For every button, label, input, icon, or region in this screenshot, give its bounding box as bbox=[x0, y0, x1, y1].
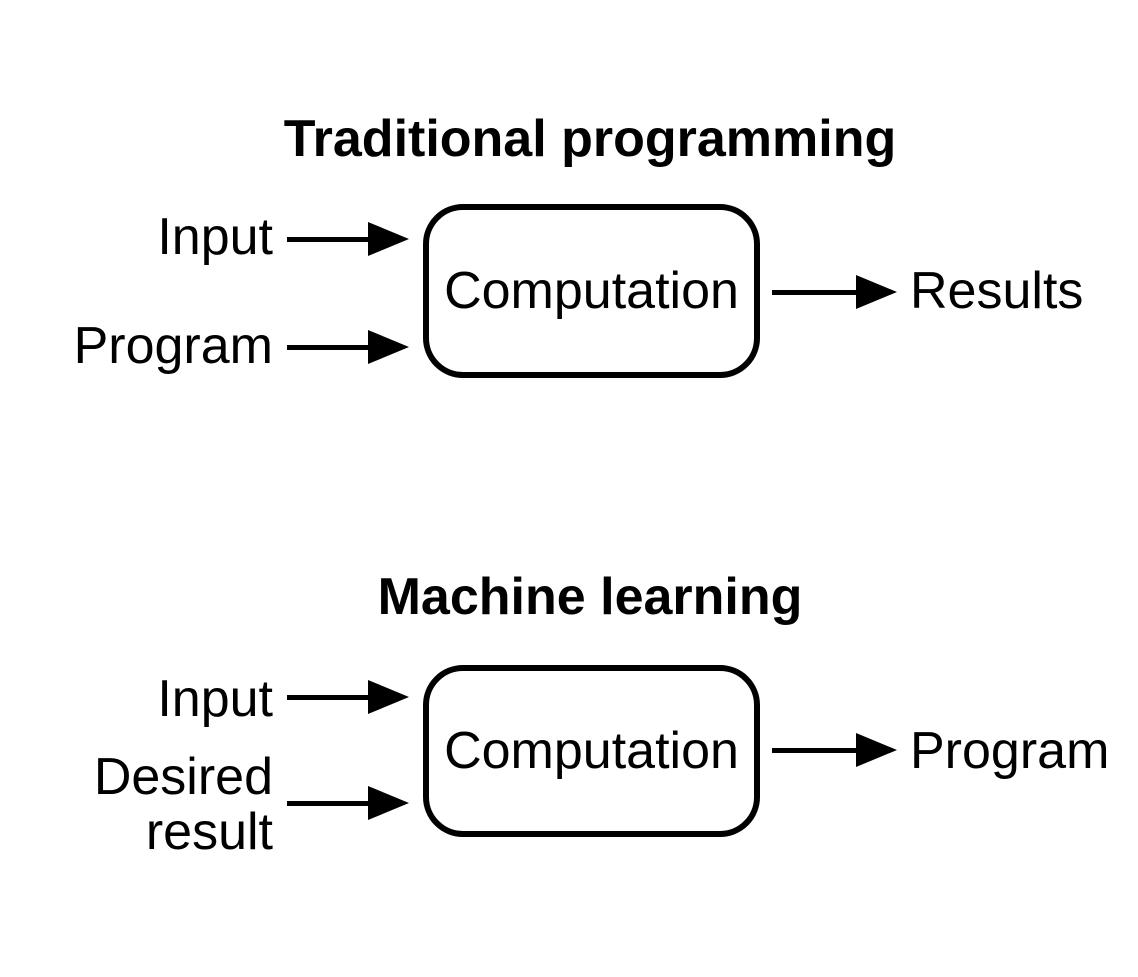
output-arrow bbox=[772, 733, 897, 767]
arrowhead-icon bbox=[368, 786, 409, 820]
program-output-label: Program bbox=[910, 722, 1110, 780]
diagram-title: Traditional programming bbox=[283, 110, 897, 168]
output-arrow bbox=[772, 275, 897, 309]
arrow-shaft bbox=[287, 800, 368, 806]
results-label: Results bbox=[910, 262, 1084, 320]
arrow-shaft bbox=[287, 236, 368, 242]
diagram-title: Machine learning bbox=[377, 568, 803, 626]
arrow-shaft bbox=[287, 344, 368, 350]
computation-label: Computation bbox=[444, 261, 739, 320]
computation-box: Computation bbox=[423, 665, 760, 837]
arrow-shaft bbox=[772, 289, 856, 295]
input-arrow bbox=[287, 222, 409, 256]
arrow-shaft bbox=[287, 694, 368, 700]
input-arrow bbox=[287, 680, 409, 714]
input-label: Input bbox=[157, 208, 273, 266]
arrowhead-icon bbox=[368, 680, 409, 714]
arrow-shaft bbox=[772, 747, 856, 753]
program-arrow bbox=[287, 330, 409, 364]
desired-result-arrow bbox=[287, 786, 409, 820]
computation-box: Computation bbox=[423, 204, 760, 378]
desired-result-label: Desired result bbox=[93, 748, 273, 861]
computation-label: Computation bbox=[444, 721, 739, 780]
arrowhead-icon bbox=[856, 733, 897, 767]
program-input-label: Program bbox=[73, 317, 273, 375]
arrowhead-icon bbox=[368, 330, 409, 364]
arrowhead-icon bbox=[368, 222, 409, 256]
arrowhead-icon bbox=[856, 275, 897, 309]
input-label: Input bbox=[157, 670, 273, 728]
